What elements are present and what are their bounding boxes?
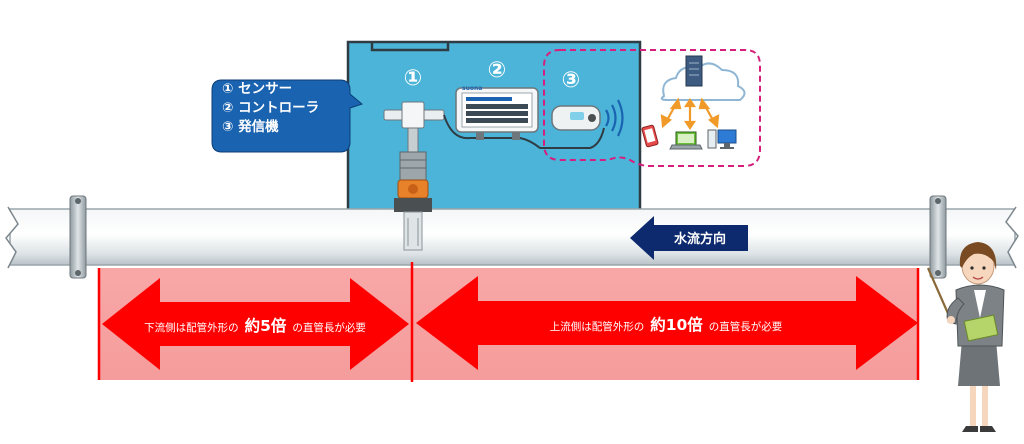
- downstream-suffix: の直管長が必要: [292, 322, 366, 334]
- flow-sensor: [383, 101, 445, 251]
- legend-list: ① センサー ② コントローラ ③ 発信機: [222, 80, 352, 137]
- presenter-illustration: [926, 242, 1005, 432]
- laptop-icon: [669, 131, 703, 150]
- wireless-signal-icon: [605, 99, 624, 137]
- upstream-prefix: 上流側は配管外形の: [549, 321, 645, 333]
- flow-direction-arrow: [630, 216, 748, 260]
- downstream-requirement: 下流側は配管外形の約5倍の直管長が必要: [99, 314, 411, 336]
- legend-item-controller: ② コントローラ: [222, 100, 320, 116]
- network-outline: [543, 49, 761, 167]
- controller-number: ②: [487, 58, 507, 83]
- downstream-prefix: 下流側は配管外形の: [144, 322, 239, 334]
- upstream-requirement: 上流側は配管外形の約10倍の直管長が必要: [414, 313, 918, 335]
- downstream-highlight: 約5倍: [244, 317, 287, 335]
- controller-brand-label: suona: [462, 85, 482, 92]
- water-pipe: [5, 195, 1019, 279]
- smartphone-icon: [641, 124, 659, 148]
- upstream-arrow: [416, 276, 918, 370]
- desktop-icon: [707, 129, 737, 149]
- sensor-number: ①: [403, 66, 423, 91]
- cloud-icon: [660, 62, 746, 101]
- network-arrows: [660, 97, 720, 130]
- legend-item-sensor: ① センサー: [222, 81, 293, 97]
- legend-callout: [211, 79, 364, 153]
- server-icon: [685, 55, 703, 87]
- legend-item-transmitter: ③ 発信機: [222, 119, 279, 135]
- transmitter-number: ③: [561, 68, 581, 93]
- controller-device: suona: [455, 85, 539, 140]
- upstream-suffix: の直管長が必要: [708, 321, 783, 333]
- downstream-arrow: [102, 278, 409, 370]
- flow-direction-label: 水流方向: [673, 232, 726, 247]
- transmitter-device: [551, 105, 601, 131]
- upstream-highlight: 約10倍: [650, 316, 703, 334]
